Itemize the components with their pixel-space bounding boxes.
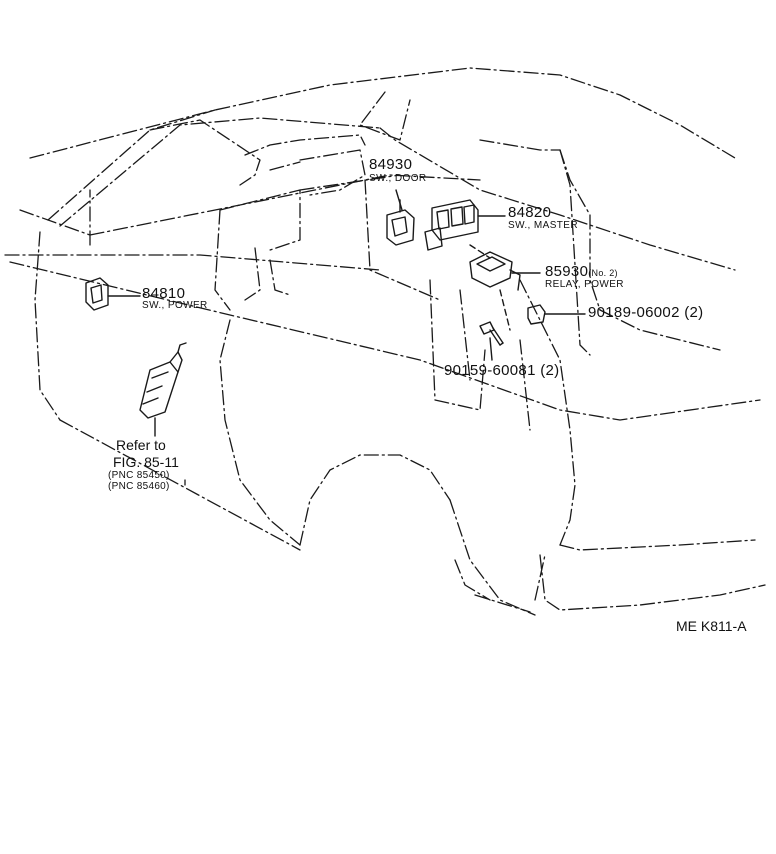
reference-pnc-2: (PNC 85460) bbox=[108, 481, 170, 492]
reference-pnc-2-text: PNC 85460 bbox=[111, 481, 167, 492]
part-number-85930: 85930(No. 2) bbox=[545, 264, 618, 279]
part-number-84810: 84810 bbox=[142, 285, 186, 302]
part-number-90159-text: 90159-60081 bbox=[444, 362, 536, 379]
master-switch-drawing bbox=[424, 199, 506, 259]
clip-drawing bbox=[527, 304, 586, 325]
part-desc-door-switch: SW., DOOR bbox=[369, 173, 427, 184]
part-desc-master-switch: SW., MASTER bbox=[508, 220, 578, 231]
part-number-84930: 84930 bbox=[369, 156, 413, 173]
part-desc-power-relay: RELAY, POWER bbox=[545, 279, 624, 290]
part-qty-90189: (2) bbox=[684, 304, 704, 321]
lock-actuator-drawing bbox=[139, 342, 187, 437]
part-number-90189-text: 90189-06002 bbox=[588, 304, 680, 321]
reference-line-1: Refer to bbox=[116, 437, 166, 453]
power-switch-drawing bbox=[85, 277, 141, 311]
interior-outline bbox=[149, 119, 366, 196]
part-suffix-no2: (No. 2) bbox=[588, 268, 618, 278]
part-desc-power-switch: SW., POWER bbox=[142, 300, 208, 311]
part-qty-90159: (2) bbox=[540, 362, 560, 379]
body-side-outline bbox=[9, 149, 766, 616]
part-number-85930-text: 85930 bbox=[545, 263, 589, 280]
diagram-code: ME K811-A bbox=[676, 618, 747, 634]
power-relay-drawing bbox=[469, 251, 541, 331]
roof-outline bbox=[4, 67, 736, 271]
reference-pnc-1-text: PNC 85450 bbox=[111, 470, 167, 481]
reference-pnc-1: (PNC 85450) bbox=[108, 470, 170, 481]
part-number-84820: 84820 bbox=[508, 204, 552, 221]
door-switch-drawing bbox=[386, 189, 415, 246]
part-number-90159: 90159-60081 (2) bbox=[444, 363, 559, 378]
part-number-90189: 90189-06002 (2) bbox=[588, 305, 703, 320]
reference-line-2: FIG. 85-11 bbox=[113, 454, 179, 470]
screw-drawing bbox=[479, 321, 504, 361]
